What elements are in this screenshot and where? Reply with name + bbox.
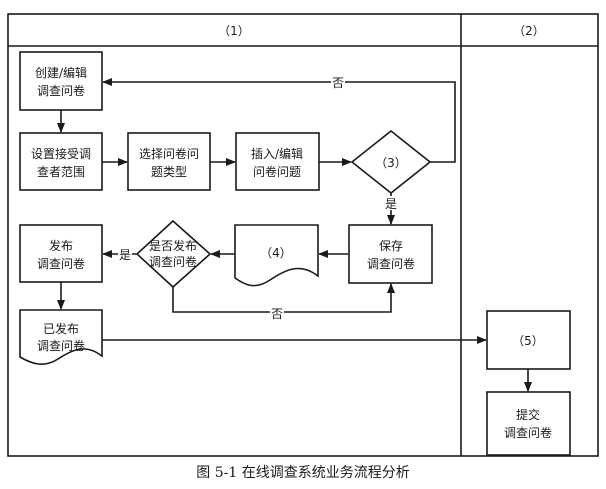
label-scope-line2: 查者范围 (37, 165, 85, 179)
node-insert-edit-questions (235, 132, 320, 191)
lane-1-label: （1） (218, 24, 250, 38)
edge-label-d3-yes: 是 (385, 197, 397, 211)
label-scope-line1: 设置接受调 (31, 146, 91, 161)
edge-label-d3-no: 否 (332, 76, 344, 90)
edge-label-bg (384, 196, 398, 210)
label-publish-line2: 调查问卷 (37, 256, 85, 271)
label-published-line2: 调查问卷 (37, 338, 85, 353)
label-submit-line1: 提交 (516, 407, 540, 422)
node-published-questionnaire (19, 309, 103, 365)
label-submit-line2: 调查问卷 (504, 425, 552, 440)
edge-label-bg (270, 305, 284, 320)
node-save-questionnaire (348, 224, 433, 284)
edge-d3-no-to-create (102, 78, 456, 163)
figure-caption: 图 5-1 在线调查系统业务流程分析 (196, 465, 410, 481)
label-insert-line2: 问卷问题 (253, 164, 301, 179)
label-create-line2: 调查问卷 (37, 83, 85, 98)
edge-label-bg (331, 74, 345, 89)
edge-label-bg (118, 247, 132, 261)
node-create-questionnaire (19, 51, 103, 111)
node-submit-questionnaire (486, 391, 571, 456)
label-publish-line1: 发布 (49, 238, 73, 253)
label-qtype-line1: 选择问卷问 (139, 146, 199, 161)
label-dpublish-line1: 是否发布 (149, 238, 197, 253)
edge-label-dpublish-no: 否 (271, 307, 283, 321)
label-decision-3: （3） (375, 156, 407, 170)
label-process-5: （5） (512, 334, 544, 348)
label-document-4: （4） (260, 246, 292, 260)
label-insert-line1: 插入/编辑 (251, 146, 303, 161)
label-save-line2: 调查问卷 (367, 256, 415, 271)
label-dpublish-line2: 调查问卷 (149, 254, 197, 269)
node-document-4 (234, 224, 319, 287)
node-set-respondent-scope (19, 132, 103, 191)
node-decision-publish (135, 219, 212, 289)
label-published-line1: 已发布 (43, 321, 79, 336)
label-qtype-line2: 题类型 (151, 165, 187, 179)
label-create-line1: 创建/编辑 (35, 65, 87, 80)
lane-2-label: （2） (513, 24, 545, 38)
swimlane-frame (7, 13, 599, 457)
edge-label-dpublish-yes: 是 (119, 248, 131, 262)
node-publish-questionnaire (19, 224, 103, 283)
outer-border (7, 13, 599, 457)
node-select-question-type (127, 132, 211, 191)
label-save-line1: 保存 (379, 239, 403, 253)
